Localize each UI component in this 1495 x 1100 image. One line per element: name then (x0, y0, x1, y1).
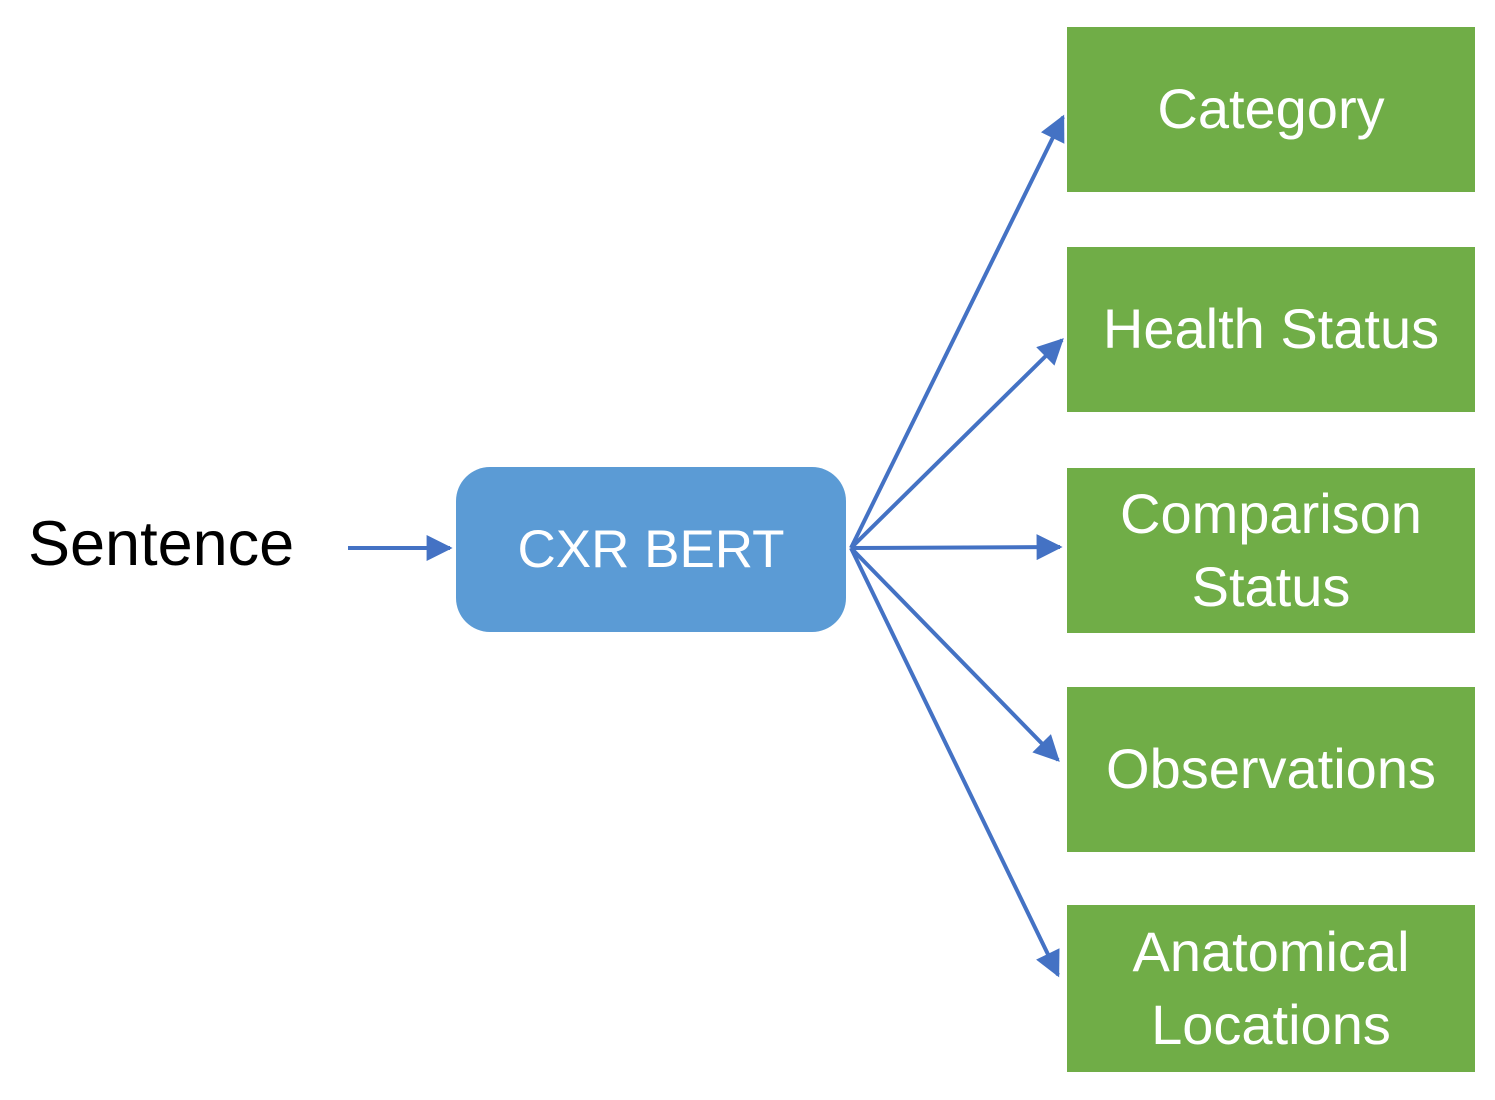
input-sentence-label: Sentence (28, 509, 295, 579)
arrow-model-to-category (849, 114, 1065, 549)
output-box-health-status: Health Status (1067, 247, 1475, 412)
model-box-label: CXR BERT (517, 520, 785, 579)
arrow-model-to-comparison-status (850, 534, 1063, 561)
output-box-label: Health Status (1102, 297, 1440, 361)
arrow-model-to-health-status (849, 338, 1064, 550)
output-box-label: Category (1157, 77, 1385, 141)
arrow-model-to-observations (849, 546, 1060, 762)
output-box-label: Anatomical Locations (1132, 919, 1410, 1056)
output-box-observations: Observations (1067, 687, 1475, 852)
arrow-model-to-anatomical-locations (849, 547, 1060, 978)
output-box-anatomical-locations: Anatomical Locations (1067, 905, 1475, 1072)
output-box-category: Category (1067, 27, 1475, 192)
output-box-label: Comparison Status (1120, 481, 1422, 618)
model-box-cxr-bert: CXR BERT (456, 467, 846, 632)
output-box-label: Observations (1106, 737, 1436, 801)
output-box-comparison-status: Comparison Status (1067, 468, 1475, 633)
